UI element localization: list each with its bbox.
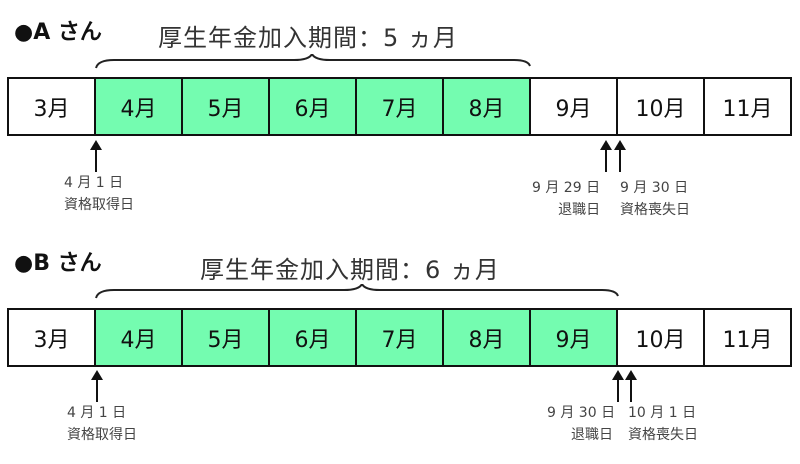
- person-b-timeline: 3月 4月 5月 6月 7月 8月 9月 10月 11月: [7, 308, 792, 367]
- month-cell: 6月: [270, 310, 357, 365]
- month-cell: 8月: [444, 310, 531, 365]
- acquisition-label: 資格取得日: [64, 197, 134, 213]
- person-b-acquisition-note: 4 月 1 日 資格取得日: [67, 402, 137, 446]
- month-cell: 4月: [96, 79, 183, 134]
- person-b-loss-note: 10 月 1 日 資格喪失日: [628, 402, 698, 446]
- month-cell: 3月: [9, 79, 96, 134]
- month-cell: 6月: [270, 79, 357, 134]
- month-cell: 5月: [183, 79, 270, 134]
- person-a-timeline: 3月 4月 5月 6月 7月 8月 9月 10月 11月: [7, 77, 792, 136]
- retirement-date: 9 月 29 日: [532, 180, 601, 196]
- arrow-up-icon: [600, 140, 612, 172]
- month-cell: 10月: [618, 79, 705, 134]
- month-cell: 3月: [9, 310, 96, 365]
- person-a-brace: [95, 54, 531, 69]
- person-a-acquisition-note: 4 月 1 日 資格取得日: [64, 172, 134, 216]
- arrow-up-icon: [614, 140, 626, 172]
- arrow-up-icon: [625, 370, 637, 402]
- retirement-label: 退職日: [558, 202, 601, 218]
- month-cell: 11月: [705, 79, 790, 134]
- month-cell: 7月: [357, 79, 444, 134]
- month-cell: 11月: [705, 310, 790, 365]
- month-cell: 9月: [531, 310, 618, 365]
- month-cell: 4月: [96, 310, 183, 365]
- arrow-up-icon: [90, 140, 102, 172]
- loss-label: 資格喪失日: [620, 202, 690, 218]
- loss-label: 資格喪失日: [628, 427, 698, 443]
- retirement-date: 9 月 30 日: [547, 405, 616, 421]
- person-a-retirement-note: 9 月 29 日 退職日: [532, 177, 600, 221]
- arrow-up-icon: [91, 370, 103, 402]
- acquisition-date: 4 月 1 日: [67, 405, 127, 421]
- month-cell: 7月: [357, 310, 444, 365]
- person-b-period-label: 厚生年金加入期間：6 ヵ月: [200, 256, 500, 284]
- person-b-brace: [95, 284, 619, 299]
- person-a-loss-note: 9 月 30 日 資格喪失日: [620, 177, 690, 221]
- loss-date: 10 月 1 日: [628, 405, 697, 421]
- month-cell: 9月: [531, 79, 618, 134]
- person-b-retirement-note: 9 月 30 日 退職日: [547, 402, 615, 446]
- arrow-up-icon: [612, 370, 624, 402]
- month-cell: 5月: [183, 310, 270, 365]
- acquisition-label: 資格取得日: [67, 427, 137, 443]
- person-a-period-label: 厚生年金加入期間：5 ヵ月: [158, 24, 458, 52]
- month-cell: 8月: [444, 79, 531, 134]
- loss-date: 9 月 30 日: [620, 180, 689, 196]
- person-b-title: ●B さん: [14, 251, 102, 276]
- month-cell: 10月: [618, 310, 705, 365]
- retirement-label: 退職日: [571, 427, 613, 443]
- person-a-title: ●A さん: [14, 20, 102, 45]
- acquisition-date: 4 月 1 日: [64, 175, 124, 191]
